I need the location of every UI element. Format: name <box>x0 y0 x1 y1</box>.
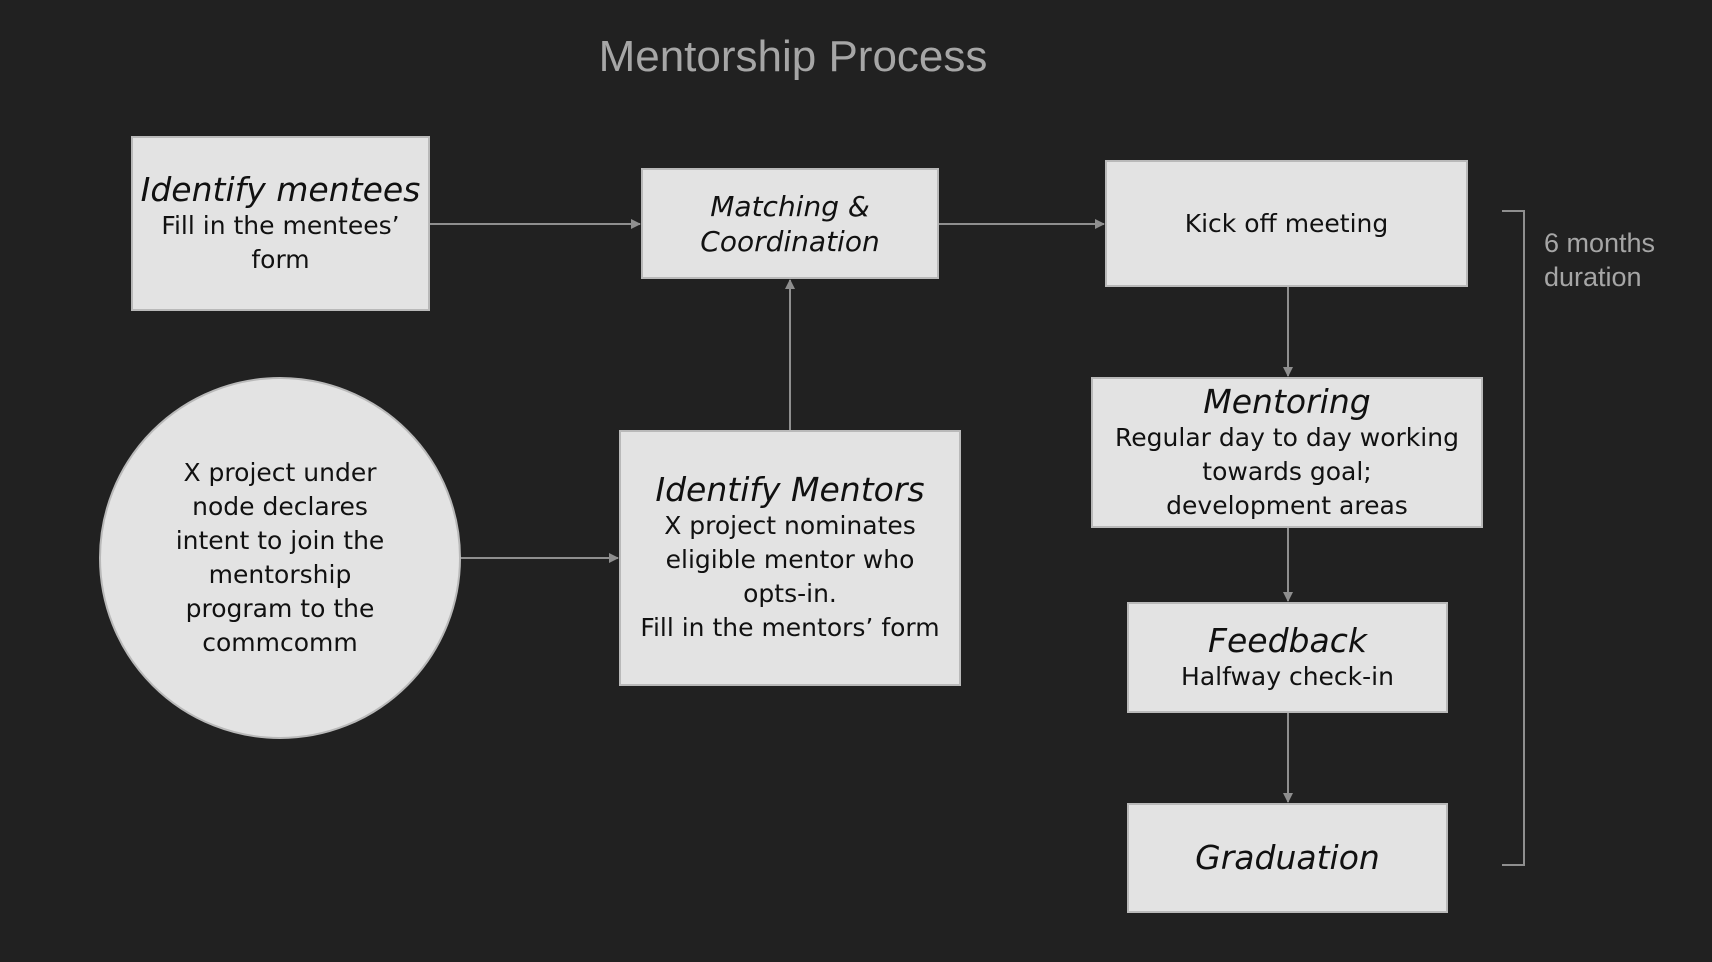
mentoring-box: Mentoring Regular day to day working tow… <box>1091 377 1483 528</box>
feedback-box: Feedback Halfway check-in <box>1127 602 1448 713</box>
mentoring-heading: Mentoring <box>1203 381 1371 421</box>
matching-coordination-box: Matching & Coordination <box>641 168 939 279</box>
identify-mentees-box: Identify mentees Fill in the mentees’ fo… <box>131 136 430 311</box>
mentoring-text: Regular day to day working towards goal;… <box>1115 422 1459 520</box>
identify-mentees-text: Fill in the mentees’ form <box>161 210 400 274</box>
identify-mentees-heading: Identify mentees <box>140 169 421 209</box>
identify-mentors-text: X project nominates eligible mentor who … <box>640 511 940 642</box>
project-declares-text: X project under node declares intent to … <box>175 458 385 657</box>
graduation-box: Graduation <box>1127 803 1448 913</box>
project-declares-circle: X project under node declares intent to … <box>99 377 461 739</box>
diagram-title: Mentorship Process <box>598 32 988 81</box>
kickoff-meeting-box: Kick off meeting <box>1105 160 1468 287</box>
kickoff-meeting-text: Kick off meeting <box>1184 208 1389 238</box>
graduation-heading: Graduation <box>1195 838 1380 877</box>
feedback-heading: Feedback <box>1208 620 1367 660</box>
duration-bracket <box>1502 210 1525 866</box>
duration-note: 6 months duration <box>1544 228 1656 292</box>
identify-mentors-box: Identify Mentors X project nominates eli… <box>619 430 961 686</box>
identify-mentors-heading: Identify Mentors <box>655 470 925 509</box>
feedback-text: Halfway check-in <box>1181 661 1394 691</box>
matching-coordination-heading: Matching & Coordination <box>700 189 880 258</box>
